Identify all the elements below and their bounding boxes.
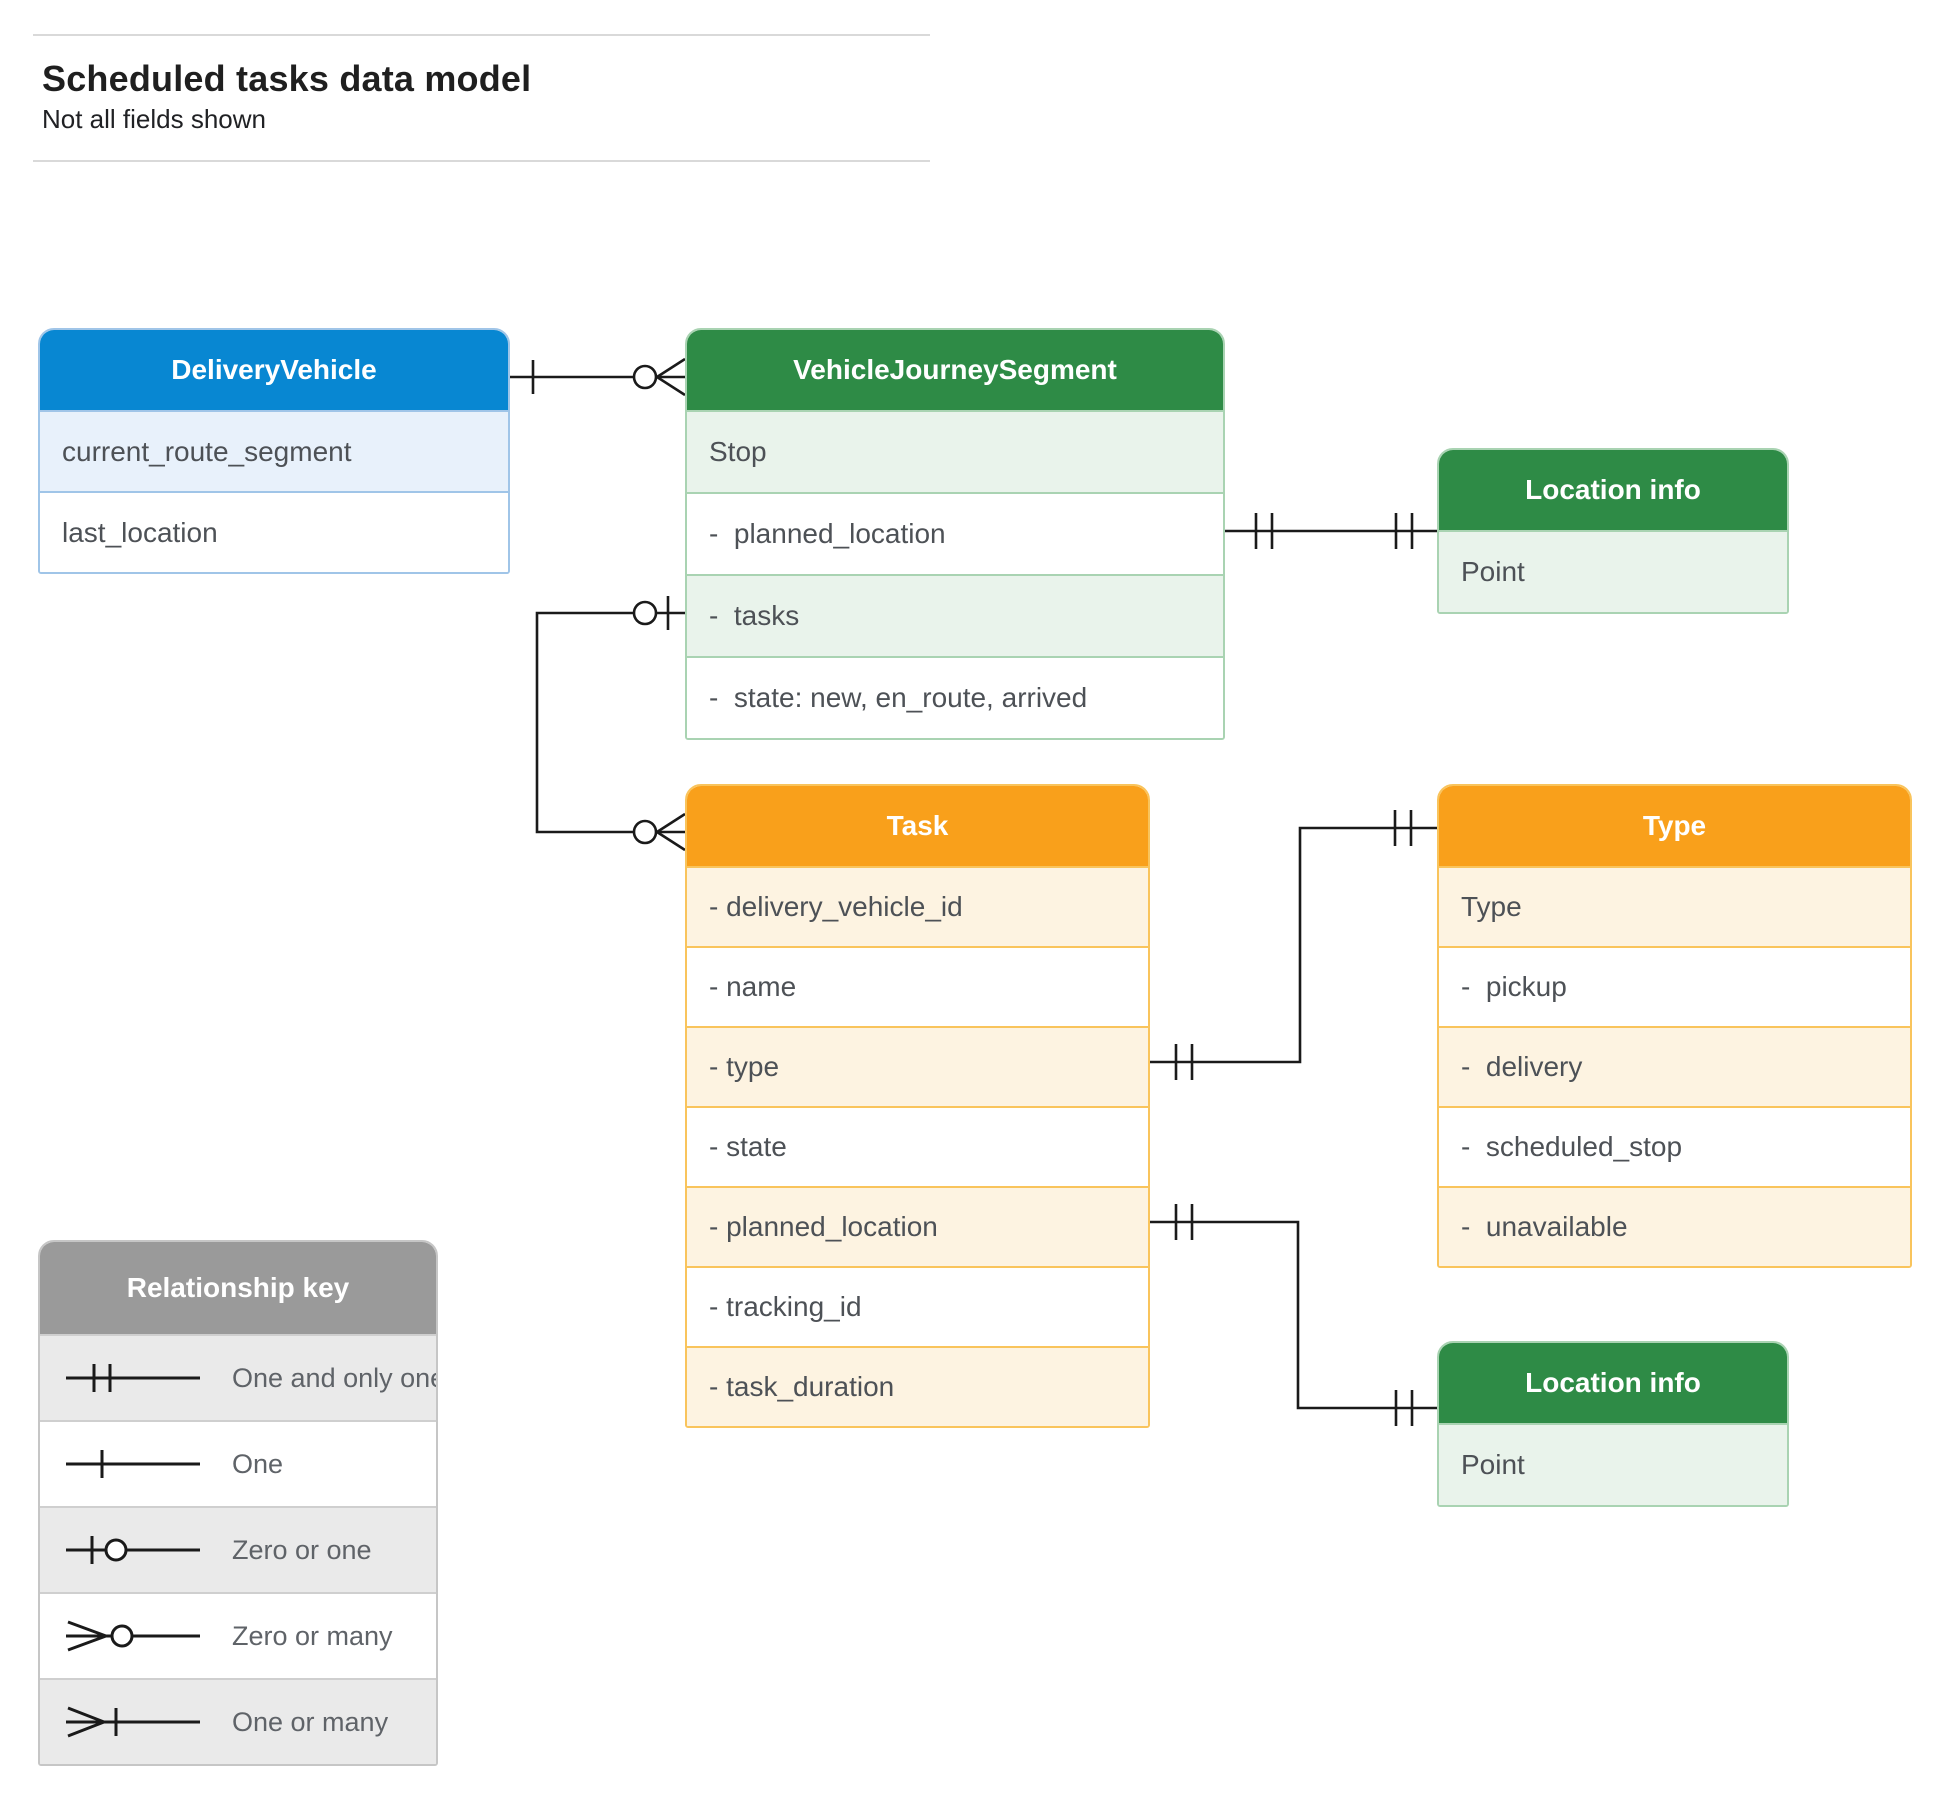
entity-title: DeliveryVehicle — [40, 330, 508, 410]
entity-title: Type — [1439, 786, 1910, 866]
field-state: - state — [687, 1106, 1148, 1186]
legend-label: One or many — [232, 1706, 389, 1737]
legend-label: Zero or one — [232, 1534, 372, 1565]
entity-title: Task — [687, 786, 1148, 866]
entity-title: Location info — [1439, 450, 1787, 530]
entity-title: Location info — [1439, 1343, 1787, 1423]
legend-item-zero-or-many: Zero or many — [40, 1592, 436, 1678]
connector-tasktype-type — [1150, 810, 1437, 1080]
entity-title: VehicleJourneySegment — [687, 330, 1223, 410]
page-subtitle: Not all fields shown — [42, 104, 266, 134]
page-title: Scheduled tasks data model — [42, 58, 532, 99]
field-tasks: - tasks — [687, 574, 1223, 656]
field-pickup: - pickup — [1439, 946, 1910, 1026]
field-unavailable: - unavailable — [1439, 1186, 1910, 1266]
zero-or-one-icon — [66, 1536, 200, 1564]
one-or-many-icon — [66, 1706, 200, 1738]
one-icon — [66, 1450, 200, 1478]
entity-vehicle-journey-segment: VehicleJourneySegment Stop - planned_loc… — [685, 328, 1225, 740]
legend-item-one-or-many: One or many — [40, 1678, 436, 1764]
connector-tasks-task — [535, 596, 686, 852]
legend-label: Zero or many — [232, 1620, 393, 1651]
legend-label: One — [232, 1448, 284, 1479]
field-name: - name — [687, 946, 1148, 1026]
entity-task: Task - delivery_vehicle_id - name - type… — [685, 784, 1150, 1428]
field-tracking-id: - tracking_id — [687, 1266, 1148, 1346]
zero-or-many-icon — [66, 1620, 200, 1652]
one-and-only-one-icon — [66, 1364, 200, 1392]
field-current-route-segment: current_route_segment — [40, 410, 508, 491]
field-point: Point — [1439, 1423, 1787, 1505]
subtitle-divider — [33, 160, 930, 162]
field-delivery-vehicle-id: - delivery_vehicle_id — [687, 866, 1148, 946]
entity-delivery-vehicle: DeliveryVehicle current_route_segment la… — [38, 328, 510, 574]
field-delivery: - delivery — [1439, 1026, 1910, 1106]
field-stop: Stop — [687, 410, 1223, 492]
legend-label: One and only one — [232, 1362, 438, 1393]
connector-plannedlocation-locationinfo-top — [1225, 513, 1437, 549]
legend-item-one-and-only-one: One and only one — [40, 1334, 436, 1420]
field-point: Point — [1439, 530, 1787, 612]
connector-taskplannedlocation-locationinfo-bottom — [1150, 1204, 1437, 1426]
field-last-location: last_location — [40, 491, 508, 572]
field-task-duration: - task_duration — [687, 1346, 1148, 1426]
field-type: - type — [687, 1026, 1148, 1106]
field-type: Type — [1439, 866, 1910, 946]
entity-type: Type Type - pickup - delivery - schedule… — [1437, 784, 1912, 1268]
relationship-key-title: Relationship key — [40, 1242, 436, 1334]
legend-item-zero-or-one: Zero or one — [40, 1506, 436, 1592]
relationship-key: Relationship key One and only one One Ze — [38, 1240, 438, 1766]
legend-item-one: One — [40, 1420, 436, 1506]
field-scheduled-stop: - scheduled_stop — [1439, 1106, 1910, 1186]
connector-deliveryvehicle-vehiclejourneysegment — [510, 357, 686, 397]
entity-location-info-top: Location info Point — [1437, 448, 1789, 614]
field-planned-location: - planned_location — [687, 492, 1223, 574]
field-planned-location: - planned_location — [687, 1186, 1148, 1266]
field-state: - state: new, en_route, arrived — [687, 656, 1223, 738]
entity-location-info-bottom: Location info Point — [1437, 1341, 1789, 1507]
top-divider — [33, 34, 930, 36]
